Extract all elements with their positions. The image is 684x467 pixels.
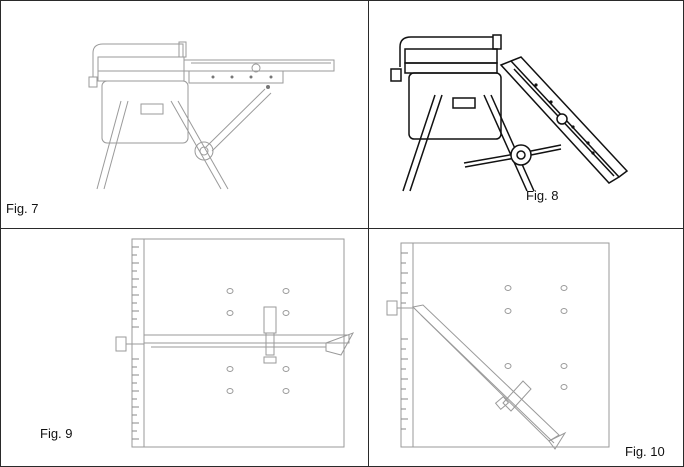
figure-10-drawing	[386, 242, 610, 450]
figure-8-caption: Fig. 8	[526, 188, 559, 203]
frame-left	[0, 0, 1, 467]
figure-9-panel: Fig. 9	[1, 229, 368, 466]
figure-7-caption: Fig. 7	[6, 201, 39, 216]
figure-8-drawing	[390, 34, 629, 192]
figure-7-panel: Fig. 7	[1, 1, 368, 228]
figure-7-drawing	[88, 41, 335, 190]
frame-top	[0, 0, 684, 1]
figure-8-panel: Fig. 8	[369, 1, 683, 228]
figure-10-caption: Fig. 10	[625, 444, 665, 459]
figure-9-caption: Fig. 9	[40, 426, 73, 441]
figure-9-drawing	[115, 238, 355, 448]
figure-10-panel: Fig. 10	[369, 229, 683, 466]
frame-horizontal-divider	[0, 228, 684, 229]
frame-vertical-divider	[368, 0, 369, 467]
